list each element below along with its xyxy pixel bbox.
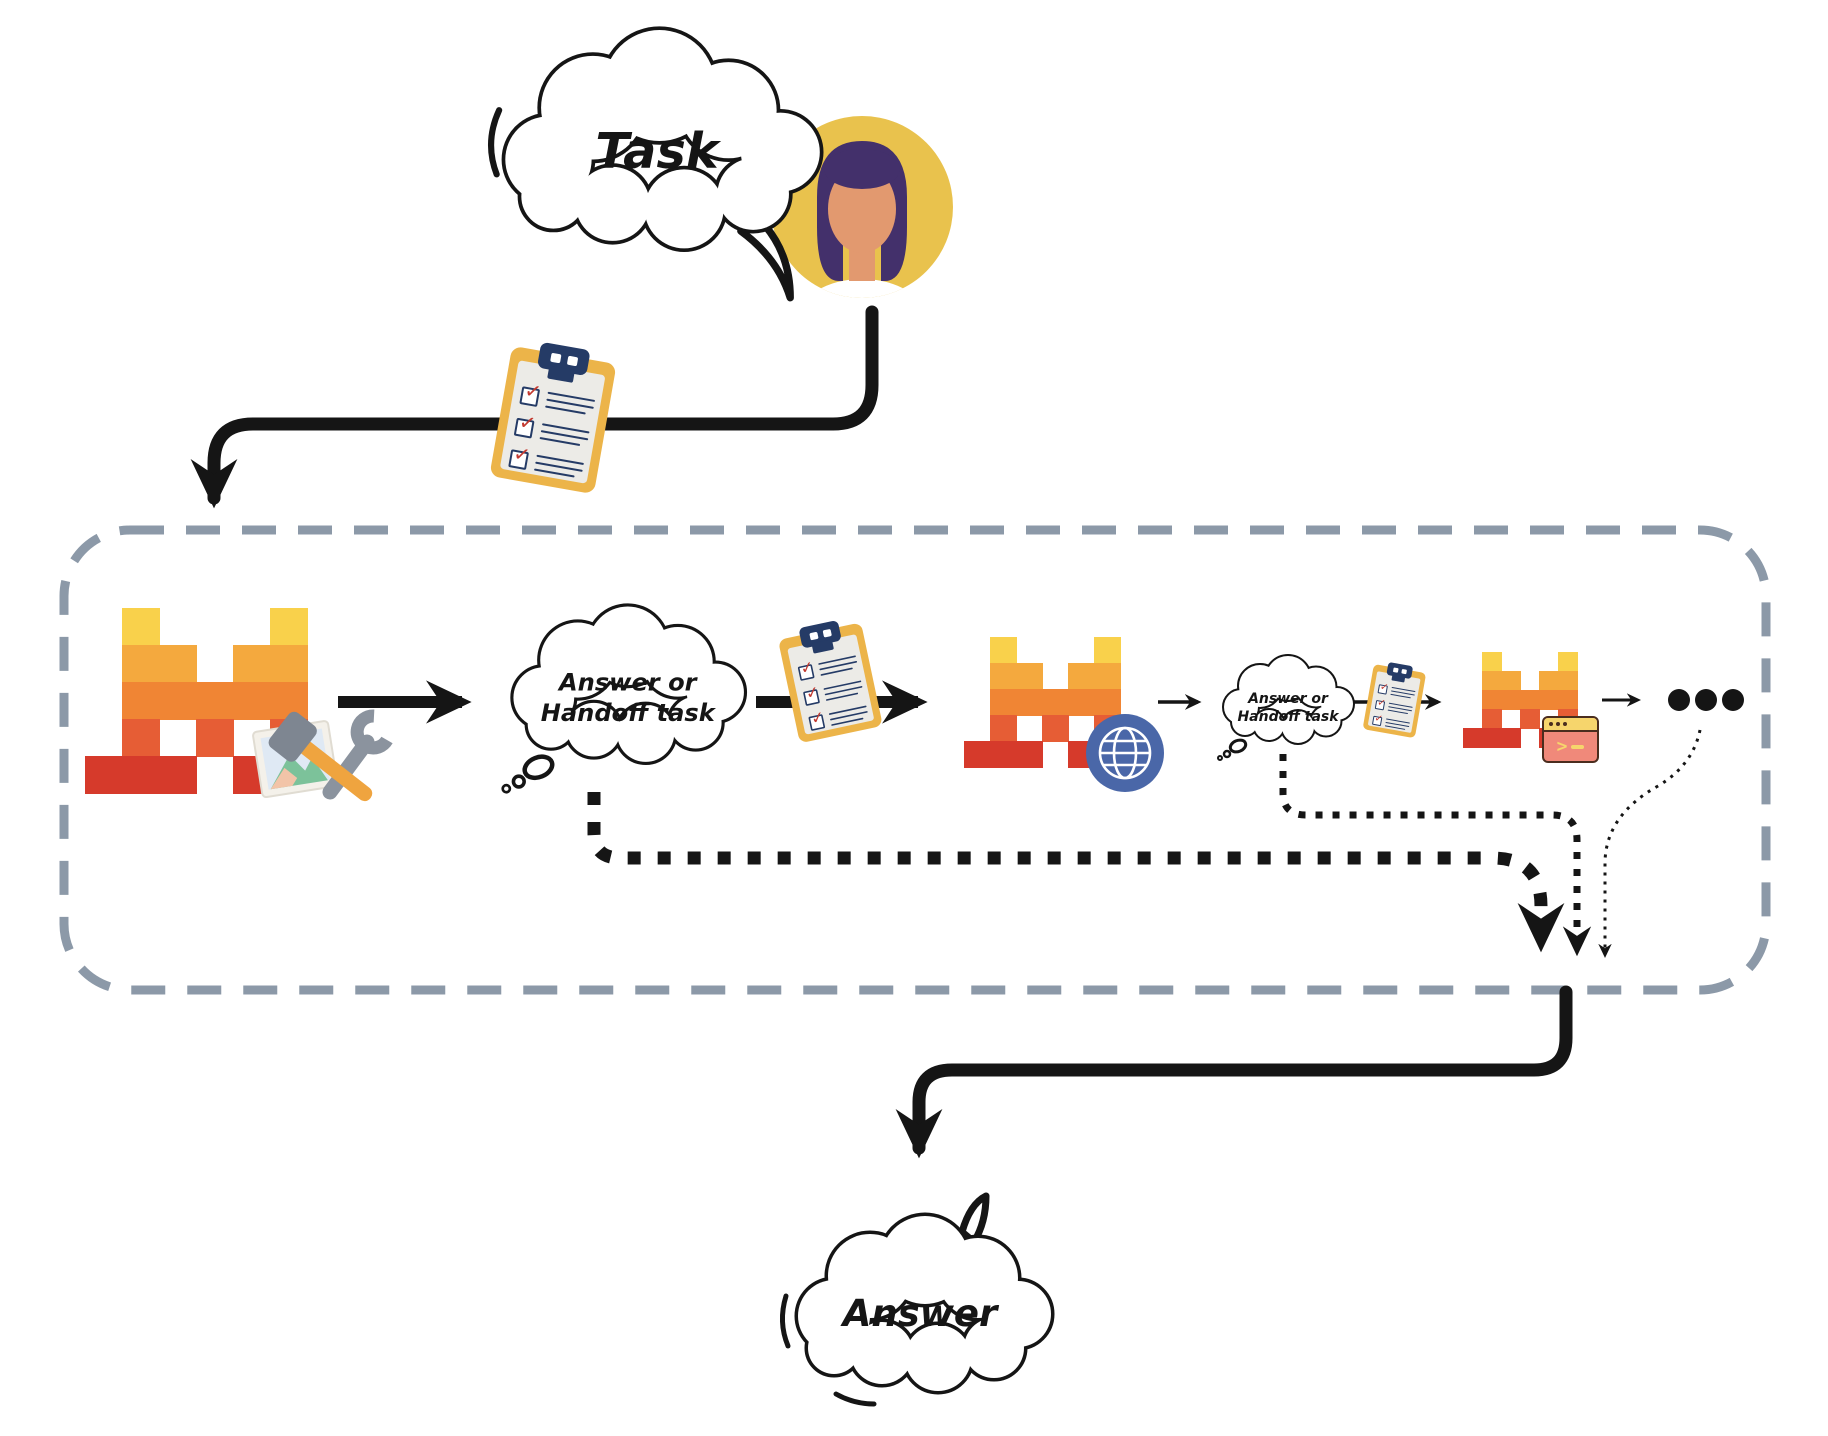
cloud-accent-line	[780, 1293, 791, 1349]
logo-pixel	[122, 682, 160, 720]
checkbox-checked: ✓	[1377, 680, 1390, 695]
logo-pixel	[1482, 690, 1502, 710]
logo-pixel	[990, 663, 1017, 690]
image-and-tools-icon	[252, 709, 393, 802]
cloud-accent-line	[487, 107, 503, 178]
clipboard-checklist-icon-3: ✓ ✓ ✓	[1362, 661, 1427, 739]
checkbox-checked: ✓	[808, 707, 826, 732]
logo-pixel	[1482, 709, 1502, 729]
logo-pixel	[990, 741, 1017, 768]
decision-thought-cloud-1: Answer or Handoff task	[501, 603, 748, 794]
logo-pixel	[1482, 652, 1502, 672]
logo-pixel	[1463, 728, 1483, 748]
logo-pixel	[233, 682, 271, 720]
decision2-line1: Answer or	[1247, 691, 1329, 707]
logo-pixel	[990, 689, 1017, 716]
logo-pixel	[159, 756, 197, 794]
logo-pixel	[1016, 741, 1043, 768]
decision1-line2: Handoff task	[541, 699, 717, 727]
checkbox-checked: ✓	[519, 378, 543, 408]
answer-cloud: Answer	[780, 1192, 1055, 1407]
dotted-answer-path-3	[1598, 729, 1702, 958]
dotted-answer-path-1	[587, 792, 1565, 953]
logo-pixel	[159, 682, 197, 720]
logo-pixel	[196, 682, 234, 720]
avatar-hair-fringe	[824, 149, 900, 189]
logo-pixel	[270, 645, 308, 683]
task-speech-cloud: Task	[487, 26, 824, 302]
logo-pixel	[1094, 689, 1121, 716]
checkbox-checked: ✓	[1374, 695, 1387, 711]
checkbox-checked: ✓	[802, 682, 821, 707]
logo-pixel	[1094, 663, 1121, 690]
avatar-face	[828, 165, 896, 253]
logo-pixel	[1539, 690, 1559, 710]
wrench-shaft	[322, 734, 375, 800]
logo-pixel	[122, 756, 160, 794]
logo-pixel	[1068, 689, 1095, 716]
decision-thought-cloud-2: Answer or Handoff task	[1217, 654, 1355, 761]
logo-pixel	[1068, 663, 1095, 690]
logo-pixel	[233, 645, 271, 683]
smolagents-logo-agent1	[85, 608, 308, 794]
checkbox-checked: ✓	[1371, 711, 1385, 727]
checkbox-checked: ✓	[797, 657, 816, 681]
logo-pixel	[1501, 690, 1521, 710]
hammer-icon	[268, 711, 373, 802]
logo-pixel	[1482, 728, 1502, 748]
ellipsis-dots-icon	[1668, 689, 1744, 711]
logo-pixel	[1094, 637, 1121, 664]
logo-pixel	[1482, 671, 1502, 691]
agents-dashed-box	[59, 525, 1771, 995]
logo-pixel	[1016, 663, 1043, 690]
decision1-line1: Answer or	[557, 668, 699, 696]
cloud-spike	[958, 1192, 990, 1246]
logo-pixel	[122, 608, 160, 646]
logo-pixel	[270, 682, 308, 720]
wrench-head	[350, 709, 393, 755]
logo-pixel	[1558, 671, 1578, 691]
terminal-titlebar	[1544, 718, 1597, 732]
logo-pixel	[1042, 689, 1069, 716]
logo-pixel	[990, 637, 1017, 664]
logo-pixel	[1501, 728, 1521, 748]
cloud-accent-line	[833, 1391, 877, 1407]
logo-pixel	[1520, 709, 1540, 729]
logo-pixel	[1016, 689, 1043, 716]
arrow-box-to-answer	[895, 985, 1573, 1159]
logo-pixel	[964, 741, 991, 768]
logo-pixel	[122, 719, 160, 757]
web-globe-icon	[1086, 714, 1164, 792]
logo-pixel	[270, 608, 308, 646]
logo-pixel	[85, 756, 123, 794]
logo-pixel	[159, 645, 197, 683]
logo-pixel	[1042, 715, 1069, 742]
speech-tail	[737, 222, 794, 302]
answer-label: Answer	[840, 1292, 1000, 1335]
clipboard-checklist-icon-1: ✓ ✓ ✓	[489, 341, 617, 495]
checkbox-checked: ✓	[508, 441, 532, 471]
logo-pixel	[1558, 652, 1578, 672]
logo-pixel	[1558, 690, 1578, 710]
logo-pixel	[990, 715, 1017, 742]
logo-pixel	[1501, 671, 1521, 691]
checkbox-checked: ✓	[513, 409, 538, 439]
logo-pixel	[1539, 671, 1559, 691]
logo-pixel	[122, 645, 160, 683]
task-label: Task	[595, 122, 721, 180]
logo-pixel	[196, 719, 234, 757]
decision2-line2: Handoff task	[1237, 709, 1340, 725]
terminal-window-icon: >	[1542, 716, 1599, 763]
logo-pixel	[1520, 690, 1540, 710]
